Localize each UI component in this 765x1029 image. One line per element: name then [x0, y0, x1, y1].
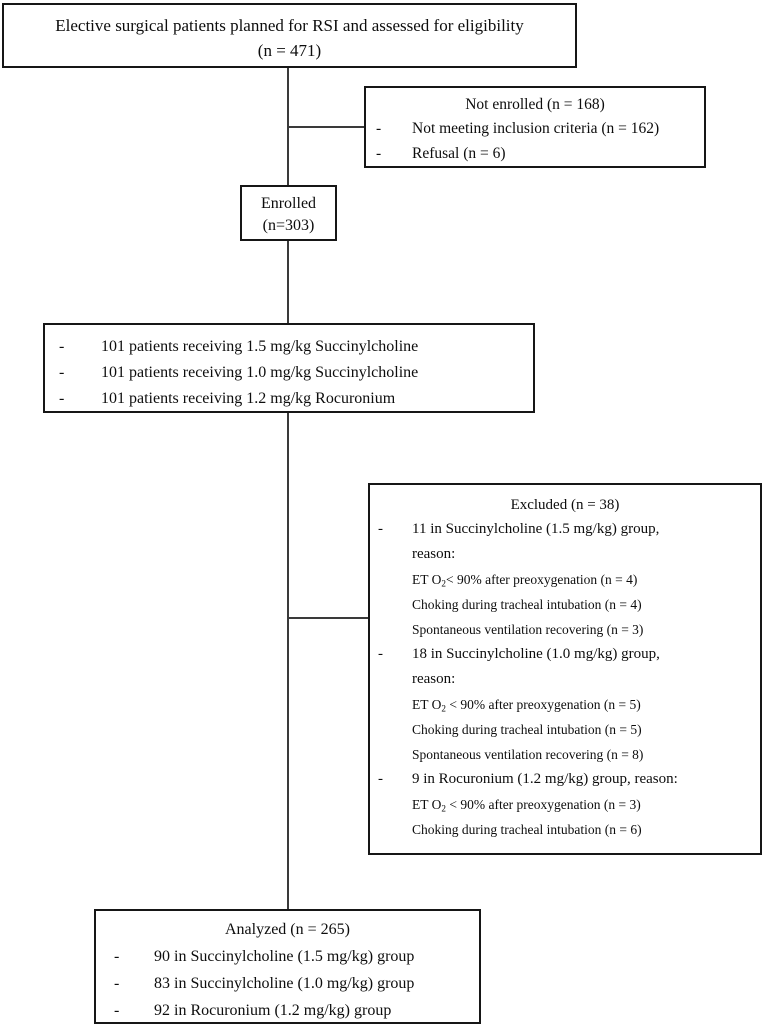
analyzed-arm: 83 in Succinylcholine (1.0 mg/kg) group — [154, 975, 415, 992]
excluded-reason-pre: Choking during tracheal intubation (n = … — [412, 597, 642, 612]
excluded-reason-post: < 90% after preoxygenation (n = 5) — [445, 697, 641, 712]
bullet-dash: - — [378, 646, 383, 662]
excluded-reason-pre: ET O — [412, 572, 442, 587]
excluded-reason-pre: Spontaneous ventilation recovering (n = … — [412, 622, 644, 637]
excluded-group-lead: 18 in Succinylcholine (1.0 mg/kg) group, — [412, 646, 660, 662]
allocation-arm: 101 patients receiving 1.0 mg/kg Succiny… — [101, 364, 419, 381]
bullet-dash: - — [114, 1002, 120, 1019]
list-item: - 101 patients receiving 1.0 mg/kg Succi… — [59, 360, 533, 386]
enrolled-label: Enrolled — [260, 195, 317, 212]
analyzed-arm: 90 in Succinylcholine (1.5 mg/kg) group — [154, 948, 415, 965]
analyzed-header: Analyzed (n = 265) — [225, 921, 350, 938]
enrolled-count: (n=303) — [262, 217, 315, 234]
connector-enrolled-to-allocation — [287, 240, 289, 325]
list-item: - 9 in Rocuronium (1.2 mg/kg) group, rea… — [378, 767, 752, 792]
not-enrolled-reason: Refusal (n = 6) — [412, 145, 506, 162]
list-item: - Refusal (n = 6) — [376, 141, 694, 166]
bullet-dash: - — [59, 390, 65, 407]
box-enrolled: Enrolled (n=303) — [240, 185, 337, 241]
list-item: - 11 in Succinylcholine (1.5 mg/kg) grou… — [378, 517, 752, 542]
allocation-arm: 101 patients receiving 1.5 mg/kg Succiny… — [101, 338, 419, 355]
bullet-dash: - — [378, 771, 383, 787]
excluded-group-continuation: reason: — [412, 671, 456, 687]
box-analyzed: Analyzed (n = 265) - 90 in Succinylcholi… — [94, 909, 481, 1024]
excluded-reason: Choking during tracheal intubation (n = … — [378, 817, 752, 842]
excluded-group-continuation: reason: — [412, 546, 456, 562]
list-item: - 101 patients receiving 1.2 mg/kg Rocur… — [59, 386, 533, 412]
subscript-two: 2 — [441, 578, 446, 589]
excluded-reason: Choking during tracheal intubation (n = … — [378, 592, 752, 617]
excluded-reason: ET O2 < 90% after preoxygenation (n = 3) — [378, 792, 752, 817]
box-not-enrolled: Not enrolled (n = 168) - Not meeting inc… — [364, 86, 706, 168]
connector-to-excluded — [287, 617, 369, 619]
subscript-two: 2 — [441, 803, 446, 814]
screened-count: (n = 471) — [257, 41, 322, 60]
list-item: - 101 patients receiving 1.5 mg/kg Succi… — [59, 334, 533, 360]
analyzed-arm: 92 in Rocuronium (1.2 mg/kg) group — [154, 1002, 392, 1019]
excluded-reason: Spontaneous ventilation recovering (n = … — [378, 742, 752, 767]
excluded-reason-pre: Choking during tracheal intubation (n = … — [412, 722, 642, 737]
box-excluded: Excluded (n = 38) - 11 in Succinylcholin… — [368, 483, 762, 855]
excluded-reason-post: < 90% after preoxygenation (n = 4) — [445, 572, 638, 587]
connector-to-not-enrolled — [287, 126, 365, 128]
excluded-group-lead: 9 in Rocuronium (1.2 mg/kg) group, reaso… — [412, 771, 678, 787]
excluded-reason: ET O2 < 90% after preoxygenation (n = 5) — [378, 692, 752, 717]
list-item: - Not meeting inclusion criteria (n = 16… — [376, 116, 694, 141]
excluded-reason-pre: Spontaneous ventilation recovering (n = … — [412, 747, 644, 762]
bullet-dash: - — [114, 975, 120, 992]
bullet-dash: - — [378, 521, 383, 537]
excluded-header: Excluded (n = 38) — [510, 497, 620, 513]
excluded-reason: ET O2< 90% after preoxygenation (n = 4) — [378, 567, 752, 592]
excluded-reason-post: < 90% after preoxygenation (n = 3) — [445, 797, 641, 812]
excluded-group-lead: 11 in Succinylcholine (1.5 mg/kg) group, — [412, 521, 660, 537]
box-allocation: - 101 patients receiving 1.5 mg/kg Succi… — [43, 323, 535, 413]
bullet-dash: - — [376, 120, 382, 137]
bullet-dash: - — [114, 948, 120, 965]
not-enrolled-reason: Not meeting inclusion criteria (n = 162) — [412, 120, 660, 137]
connector-allocation-to-analyzed — [287, 412, 289, 911]
excluded-reason-pre: Choking during tracheal intubation (n = … — [412, 822, 642, 837]
bullet-dash: - — [59, 338, 65, 355]
screened-line1: Elective surgical patients planned for R… — [55, 16, 524, 35]
list-item: - 18 in Succinylcholine (1.0 mg/kg) grou… — [378, 642, 752, 667]
list-item: - 83 in Succinylcholine (1.0 mg/kg) grou… — [96, 970, 479, 997]
excluded-reason: Choking during tracheal intubation (n = … — [378, 717, 752, 742]
list-item: - 90 in Succinylcholine (1.5 mg/kg) grou… — [96, 943, 479, 970]
not-enrolled-header: Not enrolled (n = 168) — [465, 96, 605, 113]
excluded-reason-pre: ET O — [412, 797, 442, 812]
bullet-dash: - — [376, 145, 382, 162]
box-screened: Elective surgical patients planned for R… — [2, 3, 577, 68]
allocation-arm: 101 patients receiving 1.2 mg/kg Rocuron… — [101, 390, 396, 407]
list-item: - 92 in Rocuronium (1.2 mg/kg) group — [96, 997, 479, 1024]
excluded-reason: Spontaneous ventilation recovering (n = … — [378, 617, 752, 642]
excluded-reason-pre: ET O — [412, 697, 442, 712]
bullet-dash: - — [59, 364, 65, 381]
subscript-two: 2 — [441, 703, 446, 714]
